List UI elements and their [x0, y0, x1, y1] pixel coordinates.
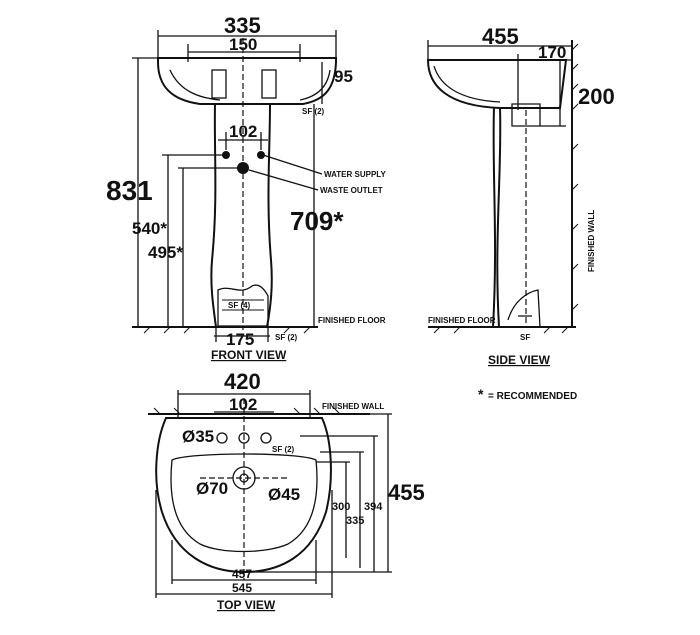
dim-170: 170	[538, 43, 566, 62]
waste-outlet-leader	[248, 169, 319, 191]
dim-200: 200	[578, 84, 615, 109]
note-sf-top-view: SF (2)	[272, 445, 295, 454]
dim-394: 394	[364, 501, 383, 513]
front-basin-inner	[169, 69, 331, 101]
note-sf-side: SF	[520, 333, 530, 342]
side-basin-outline	[426, 59, 568, 109]
label-water-supply: WATER SUPPLY	[324, 170, 386, 179]
water-supply-leader	[262, 154, 323, 175]
label-finished-floor-front: FINISHED FLOOR	[318, 316, 386, 325]
top-wall-hatch	[153, 407, 341, 415]
label-finished-wall-top: FINISHED WALL	[322, 402, 384, 411]
front-floor-hatch	[143, 326, 311, 334]
dim-455-side: 455	[482, 24, 519, 49]
dim-831: 831	[106, 175, 153, 206]
dim-335-top: 335	[346, 515, 364, 527]
tap-hole-left	[211, 69, 227, 99]
dim-540: 540*	[132, 219, 167, 238]
note-sf-top: SF (2)	[302, 107, 325, 116]
dim-dia-35: Ø35	[182, 427, 214, 446]
dim-102: 102	[229, 122, 257, 141]
title-top-view: TOP VIEW	[217, 598, 276, 612]
legend: * = RECOMMENDED	[478, 386, 577, 402]
title-front-view: FRONT VIEW	[211, 348, 287, 362]
title-side-view: SIDE VIEW	[488, 353, 551, 367]
top-view: 420 102 FINISHED WALL Ø35 SF (2) Ø70 Ø45…	[148, 369, 425, 612]
dim-95: 95	[334, 67, 353, 86]
front-basin-outline	[157, 57, 337, 105]
side-floor-hatch	[433, 326, 569, 334]
dim-dia-45: Ø45	[268, 485, 300, 504]
label-finished-floor-side: FINISHED FLOOR	[428, 316, 496, 325]
side-wall-hatch	[571, 43, 579, 311]
side-pedestal	[492, 107, 502, 328]
dim-709: 709*	[290, 206, 344, 236]
dim-545: 545	[232, 581, 252, 595]
dim-420: 420	[224, 369, 261, 394]
water-supply-right	[257, 151, 265, 159]
top-basin-bowl	[170, 453, 318, 553]
side-trap	[507, 289, 541, 328]
dim-dia-70: Ø70	[196, 479, 228, 498]
label-waste-outlet: WASTE OUTLET	[320, 186, 383, 195]
legend-text: = RECOMMENDED	[488, 391, 577, 402]
label-finished-wall-side: FINISHED WALL	[587, 210, 596, 272]
top-tap-hole-right	[260, 432, 272, 444]
dim-335: 335	[224, 13, 261, 38]
dim-102-top: 102	[229, 395, 257, 414]
front-pedestal	[210, 103, 273, 328]
label-base: SF (4)	[228, 301, 251, 310]
dim-150: 150	[229, 35, 257, 54]
legend-star: *	[478, 386, 484, 402]
dim-495: 495*	[148, 243, 183, 262]
dim-175: 175	[226, 330, 254, 349]
tap-hole-right	[261, 69, 277, 99]
side-view: 455 170 200 FINISHED WALL FINISHED FLOOR…	[426, 24, 615, 367]
dim-457: 457	[232, 567, 252, 581]
top-tap-hole-left	[216, 432, 228, 444]
front-view: 335 150 95 SF (2) 102 WATER SUPPLY WASTE…	[106, 13, 386, 362]
front-base-detail	[217, 284, 269, 327]
dim-455-top: 455	[388, 480, 425, 505]
note-sf-base: SF (2)	[275, 333, 298, 342]
dim-300: 300	[332, 501, 350, 513]
